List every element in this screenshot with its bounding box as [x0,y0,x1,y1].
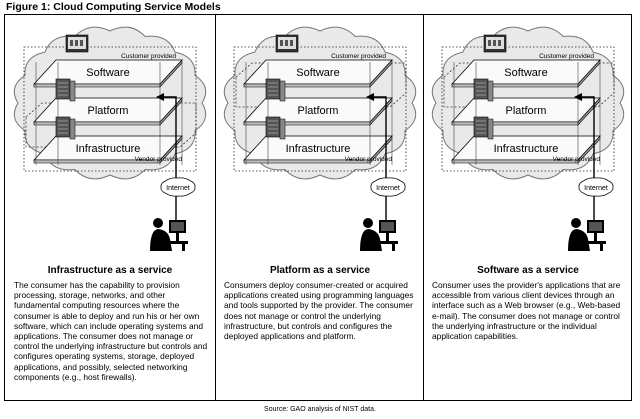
user-at-computer-icon [360,218,398,251]
layer-label: Software [504,67,547,79]
layer-software: Software [451,59,601,88]
internet-cloud-icon [160,177,196,197]
layer-label: Platform [298,105,339,117]
internet-cloud-icon [370,177,406,197]
layer-label: Infrastructure [494,143,559,155]
figure-title: Figure 1: Cloud Computing Service Models [6,1,221,13]
arrow-head [574,93,582,101]
vendor-provided-label: Vendor provided [345,156,393,163]
internet-cloud-icon [578,177,614,197]
vendor-provided-label: Vendor provided [553,156,601,163]
layer-label: Software [86,67,129,79]
application-window-icon [65,34,89,53]
figure-frame [4,14,632,401]
application-window-icon [483,34,507,53]
connector-line [164,96,177,181]
panel-divider [423,14,424,401]
panel-title: Infrastructure as a service [47,265,173,276]
panel-description: Consumer uses the provider's application… [432,280,621,342]
panel-divider [215,14,216,401]
panel-description: The consumer has the capability to provi… [14,280,208,382]
layer-label: Software [296,67,339,79]
panel-title: Software as a service [477,265,579,276]
connector-line [374,96,387,181]
application-window-icon [275,34,299,53]
server-icon [55,78,76,102]
provider-region [441,46,615,172]
server-icon [473,78,494,102]
layer-label: Platform [88,105,129,117]
user-at-computer-icon [568,218,606,251]
panel-description: Consumers deploy consumer-created or acq… [224,280,414,342]
server-icon [265,78,286,102]
user-at-computer-icon [150,218,188,251]
arrow-head [156,93,164,101]
customer-provided-label: Customer provided [539,53,594,60]
layer-label: Platform [506,105,547,117]
customer-provided-label: Customer provided [121,53,176,60]
layer-label: Infrastructure [76,143,141,155]
customer-provided-label: Customer provided [331,53,386,60]
connector-line [582,96,595,181]
layer-label: Infrastructure [286,143,351,155]
server-icon [473,116,494,140]
panel-title: Platform as a service [269,265,371,276]
internet-label: Internet [376,185,400,192]
arrow-head [366,93,374,101]
server-icon [55,116,76,140]
layer-infrastructure: Infrastructure [243,135,393,164]
internet-label: Internet [584,185,608,192]
provider-region [233,46,407,172]
server-icon [265,116,286,140]
vendor-provided-label: Vendor provided [135,156,183,163]
internet-label: Internet [166,185,190,192]
provider-region [23,46,197,172]
region-divider [25,102,197,148]
source-note: Source: GAO analysis of NIST data. [264,406,376,413]
